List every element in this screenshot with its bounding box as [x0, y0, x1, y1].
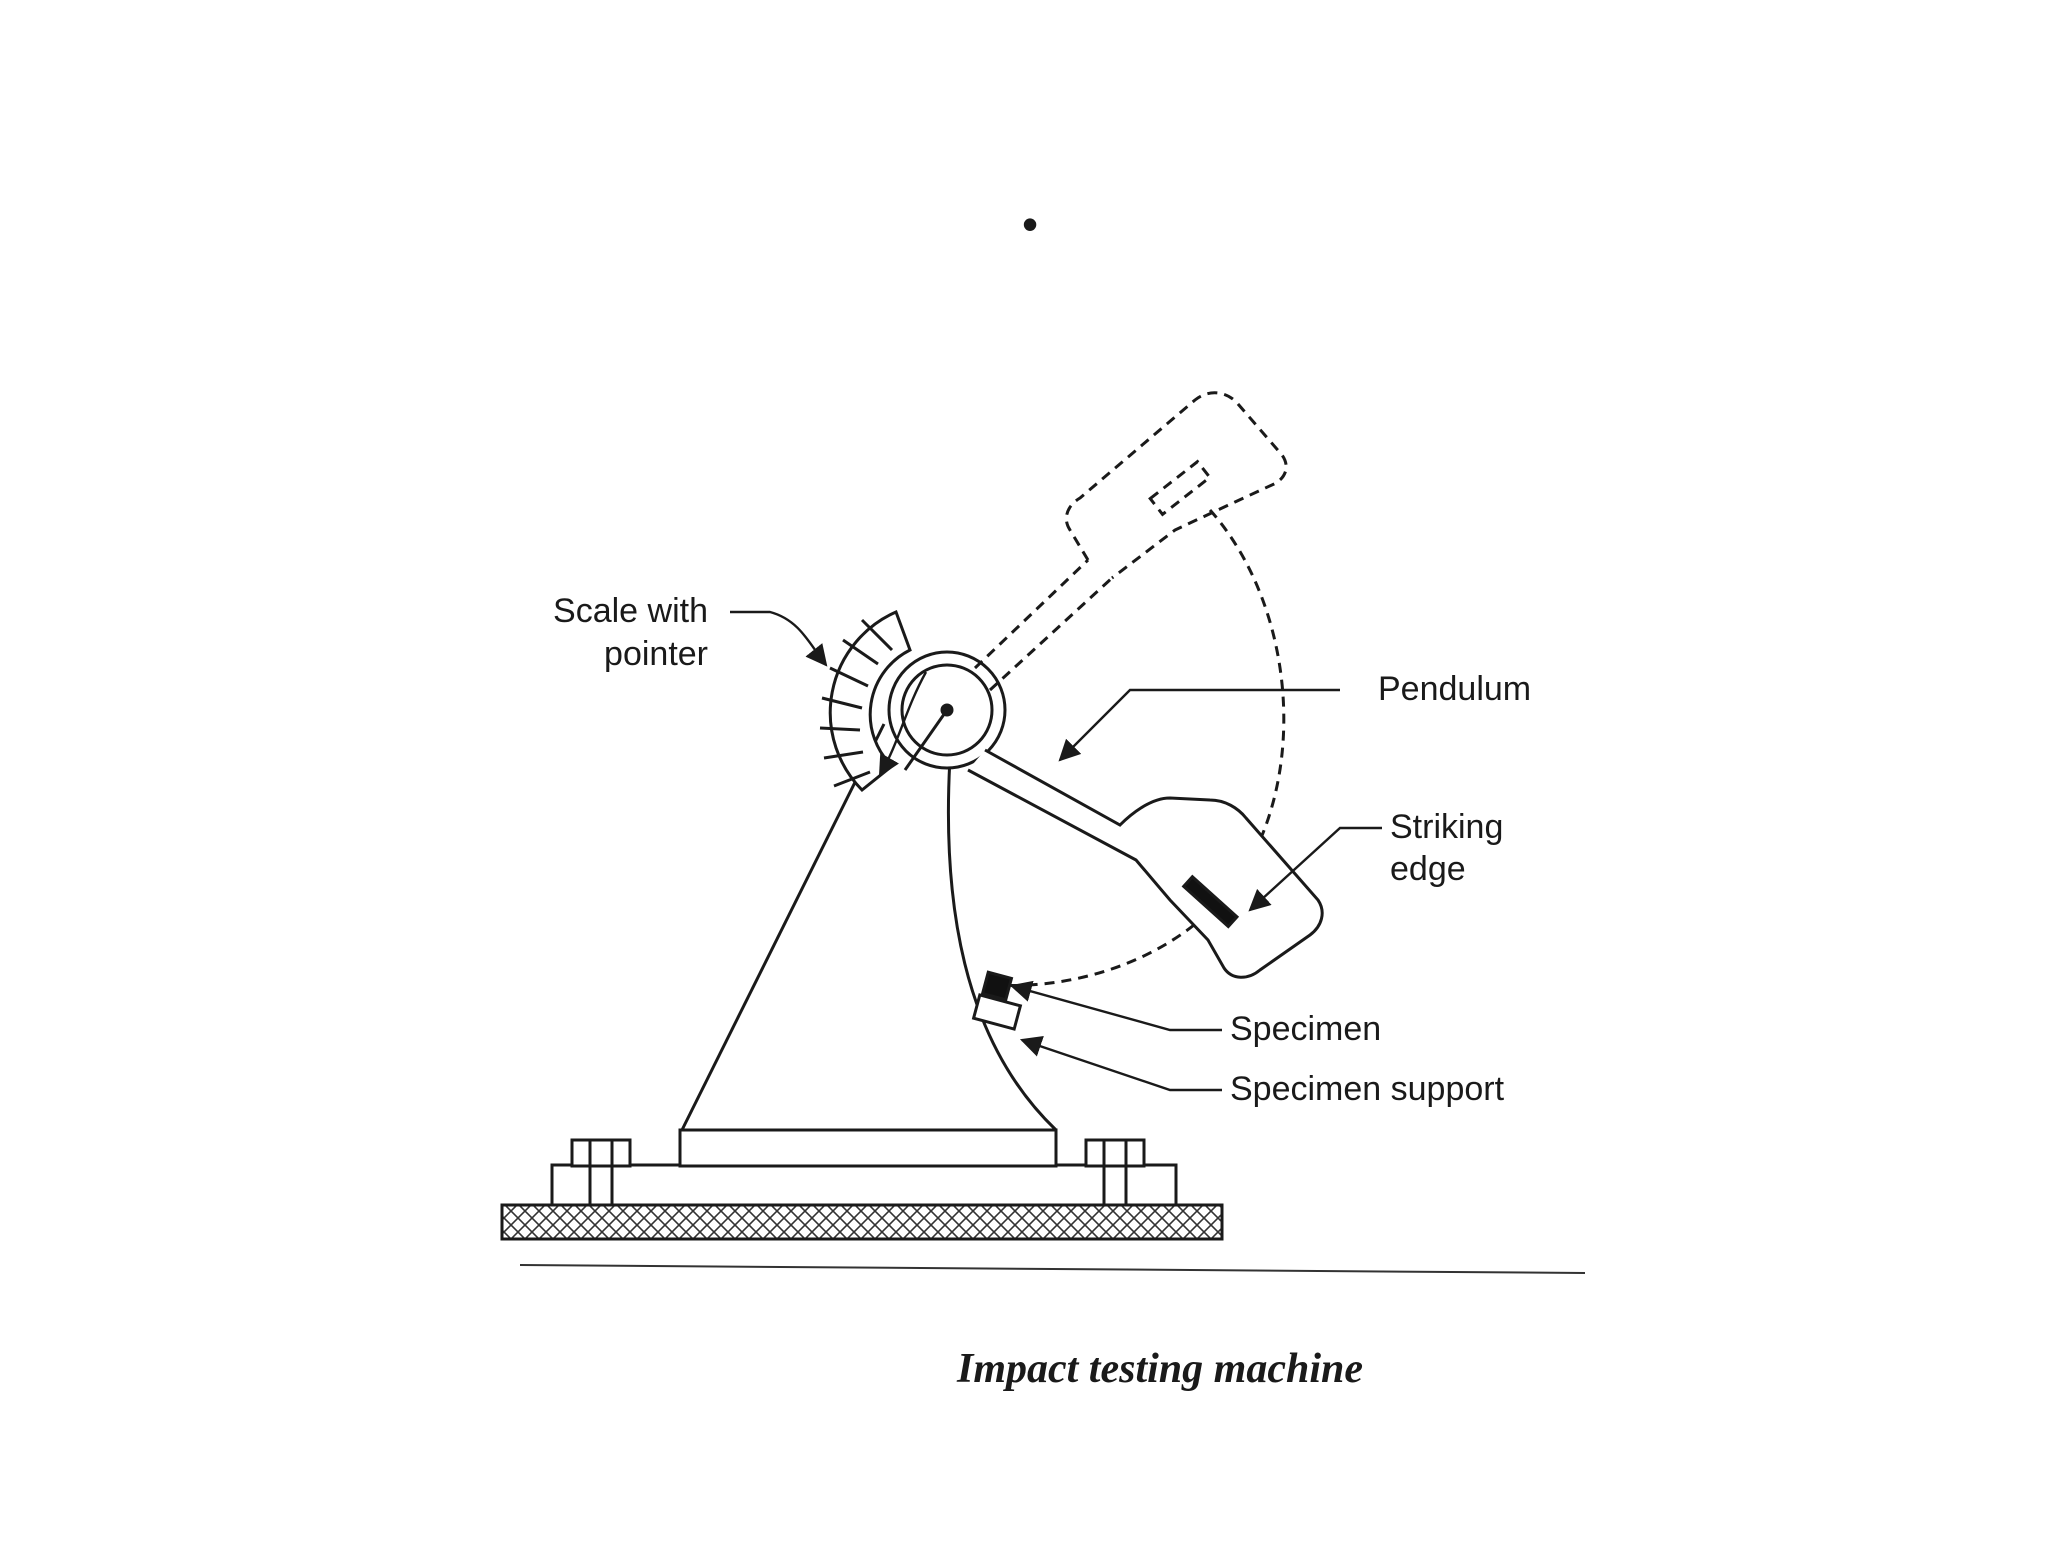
leader-scale	[730, 610, 828, 667]
label-striking-edge-line1: Striking	[1390, 808, 1503, 846]
scale-dial	[819, 609, 912, 793]
frame-foot	[678, 1128, 1058, 1168]
pendulum-arm	[967, 748, 1324, 979]
leader-specimen-support	[1019, 1035, 1222, 1092]
machine-frame	[680, 723, 1058, 1132]
slide-bullet: •	[1022, 198, 1038, 250]
pivot-hub	[887, 650, 1007, 771]
leader-striking-edge	[1248, 826, 1382, 912]
mounting-plate	[550, 1163, 1178, 1207]
leader-specimen	[1009, 980, 1222, 1032]
label-striking-edge-line2: edge	[1390, 850, 1466, 888]
label-pendulum: Pendulum	[1378, 670, 1531, 708]
label-specimen: Specimen	[1230, 1010, 1381, 1048]
left-bolt-head	[570, 1138, 632, 1168]
leader-lines	[730, 610, 1382, 1092]
label-scale-line2: pointer	[604, 635, 708, 673]
leader-scale-pointer	[878, 671, 928, 777]
label-specimen-support: Specimen support	[1230, 1070, 1505, 1108]
label-scale-line1: Scale with	[553, 592, 708, 630]
figure-caption: Impact testing machine	[956, 1346, 1363, 1392]
hatched-base-plate	[500, 1203, 1224, 1241]
ground-line	[519, 1264, 1586, 1274]
specimen-block	[980, 970, 1014, 1002]
leader-pendulum	[1058, 688, 1340, 762]
base-assembly	[500, 1128, 1224, 1241]
striking-edge-block	[1181, 874, 1240, 929]
specimen-assembly	[971, 970, 1023, 1031]
specimen-support-block	[971, 993, 1023, 1031]
right-bolt-head	[1084, 1138, 1146, 1168]
